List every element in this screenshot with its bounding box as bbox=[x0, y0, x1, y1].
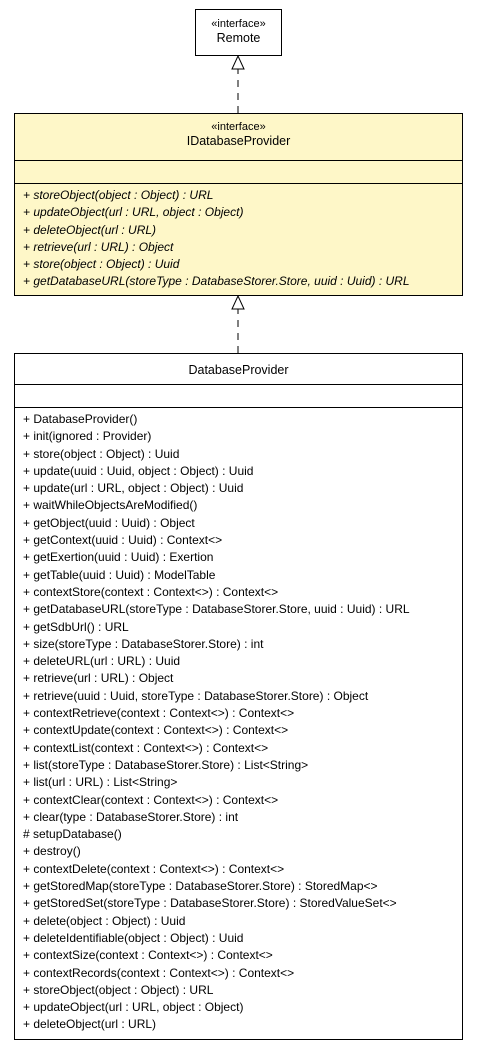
method-item: + updateObject(url : URL, object : Objec… bbox=[23, 1000, 244, 1015]
method-item: + clear(type : DatabaseStorer.Store) : i… bbox=[23, 809, 239, 824]
method-item: + storeObject(object : Object) : URL bbox=[23, 982, 214, 997]
method-item: + delete(object : Object) : Uuid bbox=[23, 913, 186, 928]
databaseprovider-method-list: + DatabaseProvider() + init(ignored : Pr… bbox=[23, 411, 458, 1034]
method-item: + deleteIdentifiable(object : Object) : … bbox=[23, 930, 244, 945]
idatabaseprovider-stereotype: «interface» bbox=[211, 121, 266, 133]
method-item: + getContext(uuid : Uuid) : Context<> bbox=[23, 533, 223, 548]
remote-name: Remote bbox=[216, 31, 261, 45]
method-item: + getStoredMap(storeType : DatabaseStore… bbox=[23, 879, 378, 894]
method-item: + getSdbUrl() : URL bbox=[23, 619, 129, 634]
methods-separator bbox=[15, 183, 462, 184]
method-item: + contextSize(context : Context<>) : Con… bbox=[23, 948, 273, 963]
method-item: + destroy() bbox=[23, 844, 81, 859]
method-item: + update(url : URL, object : Object) : U… bbox=[23, 481, 244, 496]
method-item: + store(object : Object) : Uuid bbox=[23, 257, 180, 272]
method-item: + retrieve(url : URL) : Object bbox=[23, 239, 174, 254]
method-item: + updateObject(url : URL, object : Objec… bbox=[23, 205, 244, 220]
method-item: + store(object : Object) : Uuid bbox=[23, 446, 180, 461]
method-item: + getTable(uuid : Uuid) : ModelTable bbox=[23, 567, 216, 582]
hollow-triangle-arrowhead bbox=[231, 294, 245, 310]
method-item: + retrieve(url : URL) : Object bbox=[23, 671, 174, 686]
method-item: + getDatabaseURL(storeType : DatabaseSto… bbox=[23, 274, 410, 289]
realization-idatabaseprovider-to-remote bbox=[231, 54, 245, 113]
idatabaseprovider-interface-box[interactable]: «interface» IDatabaseProvider + storeObj… bbox=[14, 113, 463, 296]
method-item: # setupDatabase() bbox=[23, 827, 122, 842]
method-item: + size(storeType : DatabaseStorer.Store)… bbox=[23, 636, 264, 651]
databaseprovider-name: DatabaseProvider bbox=[188, 363, 289, 377]
method-item: + DatabaseProvider() bbox=[23, 412, 138, 426]
method-item: + storeObject(object : Object) : URL bbox=[23, 188, 214, 202]
method-item: + contextRetrieve(context : Context<>) :… bbox=[23, 706, 295, 721]
method-item: + contextUpdate(context : Context<>) : C… bbox=[23, 723, 289, 738]
attributes-separator bbox=[15, 384, 462, 385]
methods-separator bbox=[15, 407, 462, 408]
realization-databaseprovider-to-idatabaseprovider bbox=[231, 294, 245, 353]
method-item: + contextStore(context : Context<>) : Co… bbox=[23, 584, 279, 599]
method-item: + getObject(uuid : Uuid) : Object bbox=[23, 515, 195, 530]
method-item: + contextDelete(context : Context<>) : C… bbox=[23, 861, 285, 876]
method-item: + getDatabaseURL(storeType : DatabaseSto… bbox=[23, 602, 410, 617]
method-item: + contextClear(context : Context<>) : Co… bbox=[23, 792, 279, 807]
method-item: + getExertion(uuid : Uuid) : Exertion bbox=[23, 550, 214, 565]
databaseprovider-class-box[interactable]: DatabaseProvider + DatabaseProvider() + … bbox=[14, 353, 463, 1040]
method-item: + deleteObject(url : URL) bbox=[23, 1017, 157, 1032]
remote-stereotype: «interface» bbox=[211, 18, 266, 30]
hollow-triangle-arrowhead bbox=[231, 54, 245, 70]
method-item: + getStoredSet(storeType : DatabaseStore… bbox=[23, 896, 397, 911]
idatabaseprovider-method-list: + storeObject(object : Object) : URL + u… bbox=[23, 187, 458, 291]
method-item: + deleteURL(url : URL) : Uuid bbox=[23, 654, 181, 669]
method-item: + deleteObject(url : URL) bbox=[23, 222, 157, 237]
method-item: + contextList(context : Context<>) : Con… bbox=[23, 740, 269, 755]
idatabaseprovider-name: IDatabaseProvider bbox=[186, 134, 291, 148]
method-item: + list(storeType : DatabaseStorer.Store)… bbox=[23, 757, 309, 772]
method-item: + retrieve(uuid : Uuid, storeType : Data… bbox=[23, 688, 369, 703]
remote-interface-box[interactable]: «interface» Remote bbox=[195, 9, 282, 56]
method-item: + waitWhileObjectsAreModified() bbox=[23, 498, 198, 513]
method-item: + contextRecords(context : Context<>) : … bbox=[23, 965, 295, 980]
attributes-separator bbox=[15, 160, 462, 161]
method-item: + list(url : URL) : List<String> bbox=[23, 775, 178, 790]
method-item: + update(uuid : Uuid, object : Object) :… bbox=[23, 463, 254, 478]
method-item: + init(ignored : Provider) bbox=[23, 429, 152, 444]
